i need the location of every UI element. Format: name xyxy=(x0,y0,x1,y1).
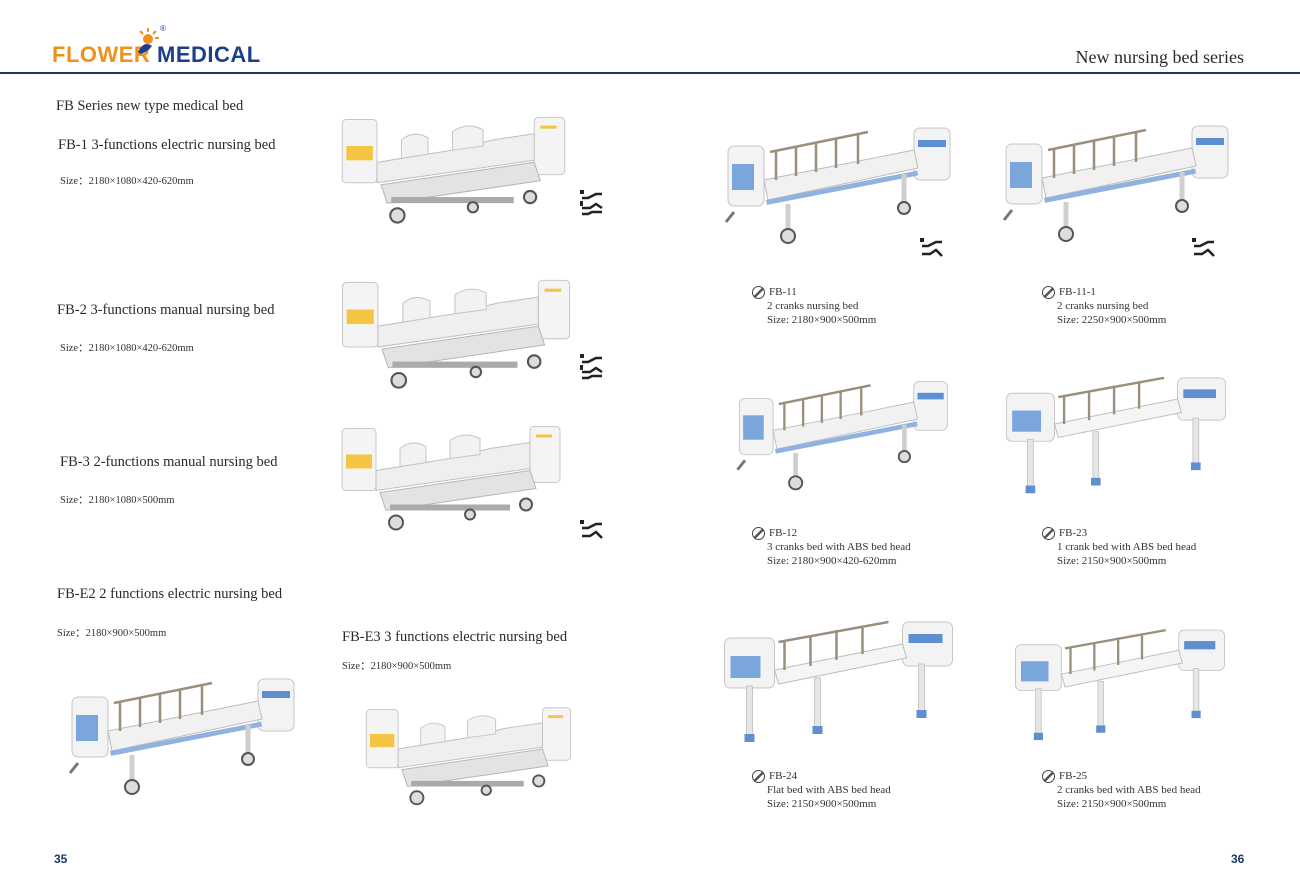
product-size: Size: 2150×900×500mm xyxy=(1057,555,1167,567)
series-title: New nursing bed series xyxy=(1075,47,1244,67)
sun-flower-icon xyxy=(138,28,159,54)
product-size: Size: 2150×900×500mm xyxy=(1057,798,1167,810)
product-desc: 2 cranks nursing bed xyxy=(767,300,859,312)
section-title: FB Series new type medical bed xyxy=(56,98,244,114)
product-desc: Flat bed with ABS bed head xyxy=(767,784,891,796)
page-number-left: 35 xyxy=(54,852,68,866)
bed-image-fb-11 xyxy=(718,120,958,250)
bed-image-fb-3 xyxy=(330,416,570,541)
registered-mark: ® xyxy=(160,24,166,33)
caption-fb-12: FB-12 3 cranks bed with ABS bed head Siz… xyxy=(752,526,911,568)
product-code: FB-25 xyxy=(1059,770,1088,782)
bed-image-fb-25 xyxy=(1010,626,1230,746)
bullet-icon xyxy=(752,769,765,783)
bed-image-fb-e2 xyxy=(62,666,302,806)
product-code: FB-11 xyxy=(769,286,797,298)
model-title-fb-1: FB-1 3-functions electric nursing bed xyxy=(58,137,276,153)
2-function-position-icon xyxy=(1190,236,1216,260)
bullet-icon xyxy=(1042,526,1055,540)
size-fb-e2: Size：2180×900×500mm xyxy=(57,628,167,639)
product-desc: 2 cranks nursing bed xyxy=(1057,300,1149,312)
size-fb-2: Size：2180×1080×420-620mm xyxy=(60,343,194,354)
bed-image-fb-23 xyxy=(996,374,1236,499)
product-desc: 3 cranks bed with ABS bed head xyxy=(767,541,911,553)
brand-logo: FLOWER ® MEDICAL xyxy=(52,24,260,72)
brand-name-left: FLOWER xyxy=(52,42,151,67)
product-code: FB-12 xyxy=(769,527,798,539)
bullet-icon xyxy=(752,285,765,299)
caption-fb-24: FB-24 Flat bed with ABS bed head Size: 2… xyxy=(752,769,891,811)
product-desc: 2 cranks bed with ABS bed head xyxy=(1057,784,1201,796)
3-function-position-icon xyxy=(578,188,604,218)
product-size: Size: 2150×900×500mm xyxy=(767,798,877,810)
model-title-fb-e2: FB-E2 2 functions electric nursing bed xyxy=(57,586,283,602)
caption-fb-11: FB-11 2 cranks nursing bed Size: 2180×90… xyxy=(752,285,876,327)
product-code: FB-24 xyxy=(769,770,798,782)
product-code: FB-23 xyxy=(1059,527,1088,539)
product-size: Size: 2250×900×500mm xyxy=(1057,314,1167,326)
page-number-right: 36 xyxy=(1231,852,1245,866)
header-divider xyxy=(0,72,1300,74)
bullet-icon xyxy=(752,526,765,540)
3-function-position-icon xyxy=(578,352,604,382)
product-size: Size: 2180×900×420-620mm xyxy=(767,555,897,567)
bed-image-fb-11-1 xyxy=(996,118,1236,248)
caption-fb-11-1: FB-11-1 2 cranks nursing bed Size: 2250×… xyxy=(1042,285,1166,327)
bed-image-fb-e3 xyxy=(355,694,580,819)
size-fb-e3: Size：2180×900×500mm xyxy=(342,661,452,672)
model-title-fb-e3: FB-E3 3 functions electric nursing bed xyxy=(342,629,568,645)
2-function-position-icon xyxy=(918,236,944,260)
product-desc: 1 crank bed with ABS bed head xyxy=(1057,541,1197,553)
bed-image-fb-12 xyxy=(730,370,955,500)
product-size: Size: 2180×900×500mm xyxy=(767,314,877,326)
bullet-icon xyxy=(1042,769,1055,783)
2-function-position-icon xyxy=(578,518,604,542)
model-title-fb-2: FB-2 3-functions manual nursing bed xyxy=(57,302,275,318)
bed-image-fb-2 xyxy=(330,272,580,397)
bed-image-fb-24 xyxy=(716,618,961,748)
product-code: FB-11-1 xyxy=(1059,286,1096,298)
size-fb-3: Size：2180×1080×500mm xyxy=(60,495,175,506)
bed-image-fb-1 xyxy=(330,108,575,233)
size-fb-1: Size：2180×1080×420-620mm xyxy=(60,176,194,187)
caption-fb-23: FB-23 1 crank bed with ABS bed head Size… xyxy=(1042,526,1196,568)
caption-fb-25: FB-25 2 cranks bed with ABS bed head Siz… xyxy=(1042,769,1201,811)
bullet-icon xyxy=(1042,285,1055,299)
brand-name-right: MEDICAL xyxy=(157,42,261,67)
model-title-fb-3: FB-3 2-functions manual nursing bed xyxy=(60,454,278,470)
